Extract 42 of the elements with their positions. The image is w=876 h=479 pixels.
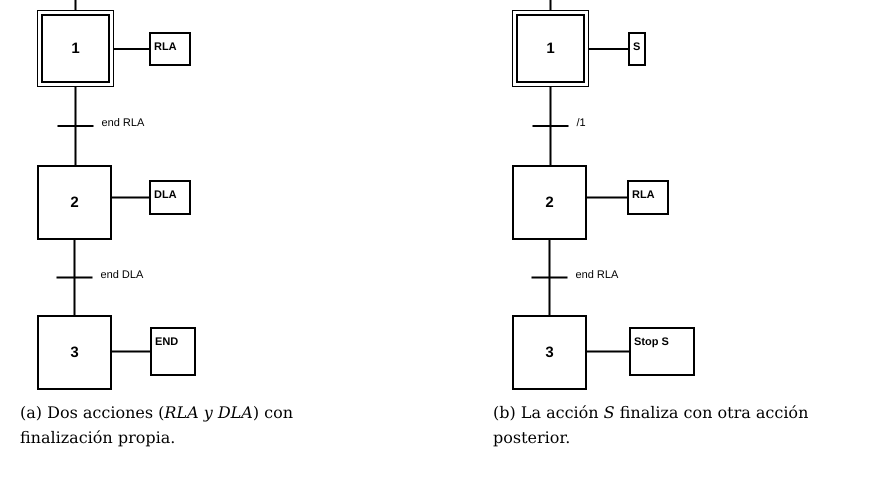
step-number: 2 bbox=[545, 194, 554, 211]
step-box bbox=[37, 165, 112, 240]
transition-condition: end RLA bbox=[576, 268, 618, 280]
initial-step-box bbox=[512, 10, 589, 87]
step-number: 2 bbox=[70, 194, 79, 211]
transition-line bbox=[532, 86, 570, 166]
step-box bbox=[37, 315, 112, 390]
transition-condition: end DLA bbox=[100, 268, 144, 280]
initial-step-box bbox=[37, 10, 114, 87]
figure-caption: (a) Dos acciones (RLA y DLA) con finalización propia. bbox=[20, 402, 294, 449]
action-link-line bbox=[114, 48, 149, 50]
transition-line bbox=[56, 86, 94, 166]
step-number: 3 bbox=[545, 344, 554, 361]
step-box bbox=[512, 315, 587, 390]
action-name: DLA bbox=[154, 189, 177, 201]
action-box bbox=[149, 180, 191, 215]
entry-line bbox=[74, 0, 76, 10]
transition-line bbox=[530, 239, 568, 316]
transition-condition: /1 bbox=[576, 117, 586, 129]
action-box bbox=[628, 32, 646, 66]
action-name: RLA bbox=[154, 41, 177, 53]
step-number: 1 bbox=[546, 40, 555, 57]
action-box bbox=[149, 32, 191, 66]
action-box bbox=[629, 327, 695, 376]
step-box bbox=[512, 165, 587, 240]
action-link-line bbox=[587, 350, 629, 352]
action-name: END bbox=[155, 336, 178, 348]
transition-line bbox=[56, 239, 94, 316]
action-link-line bbox=[589, 48, 628, 50]
action-name: RLA bbox=[632, 189, 655, 201]
action-link-line bbox=[112, 196, 149, 198]
action-name: S bbox=[633, 41, 640, 53]
step-number: 1 bbox=[71, 40, 80, 57]
action-box bbox=[150, 327, 196, 376]
action-link-line bbox=[112, 350, 150, 352]
transition-condition: end RLA bbox=[102, 117, 144, 129]
figure-caption: (b) La acción S finaliza con otra acción posterior. bbox=[493, 402, 810, 449]
action-box bbox=[627, 180, 669, 215]
entry-line bbox=[550, 0, 552, 10]
action-name: Stop S bbox=[634, 336, 669, 348]
action-link-line bbox=[587, 196, 627, 198]
step-number: 3 bbox=[70, 344, 79, 361]
